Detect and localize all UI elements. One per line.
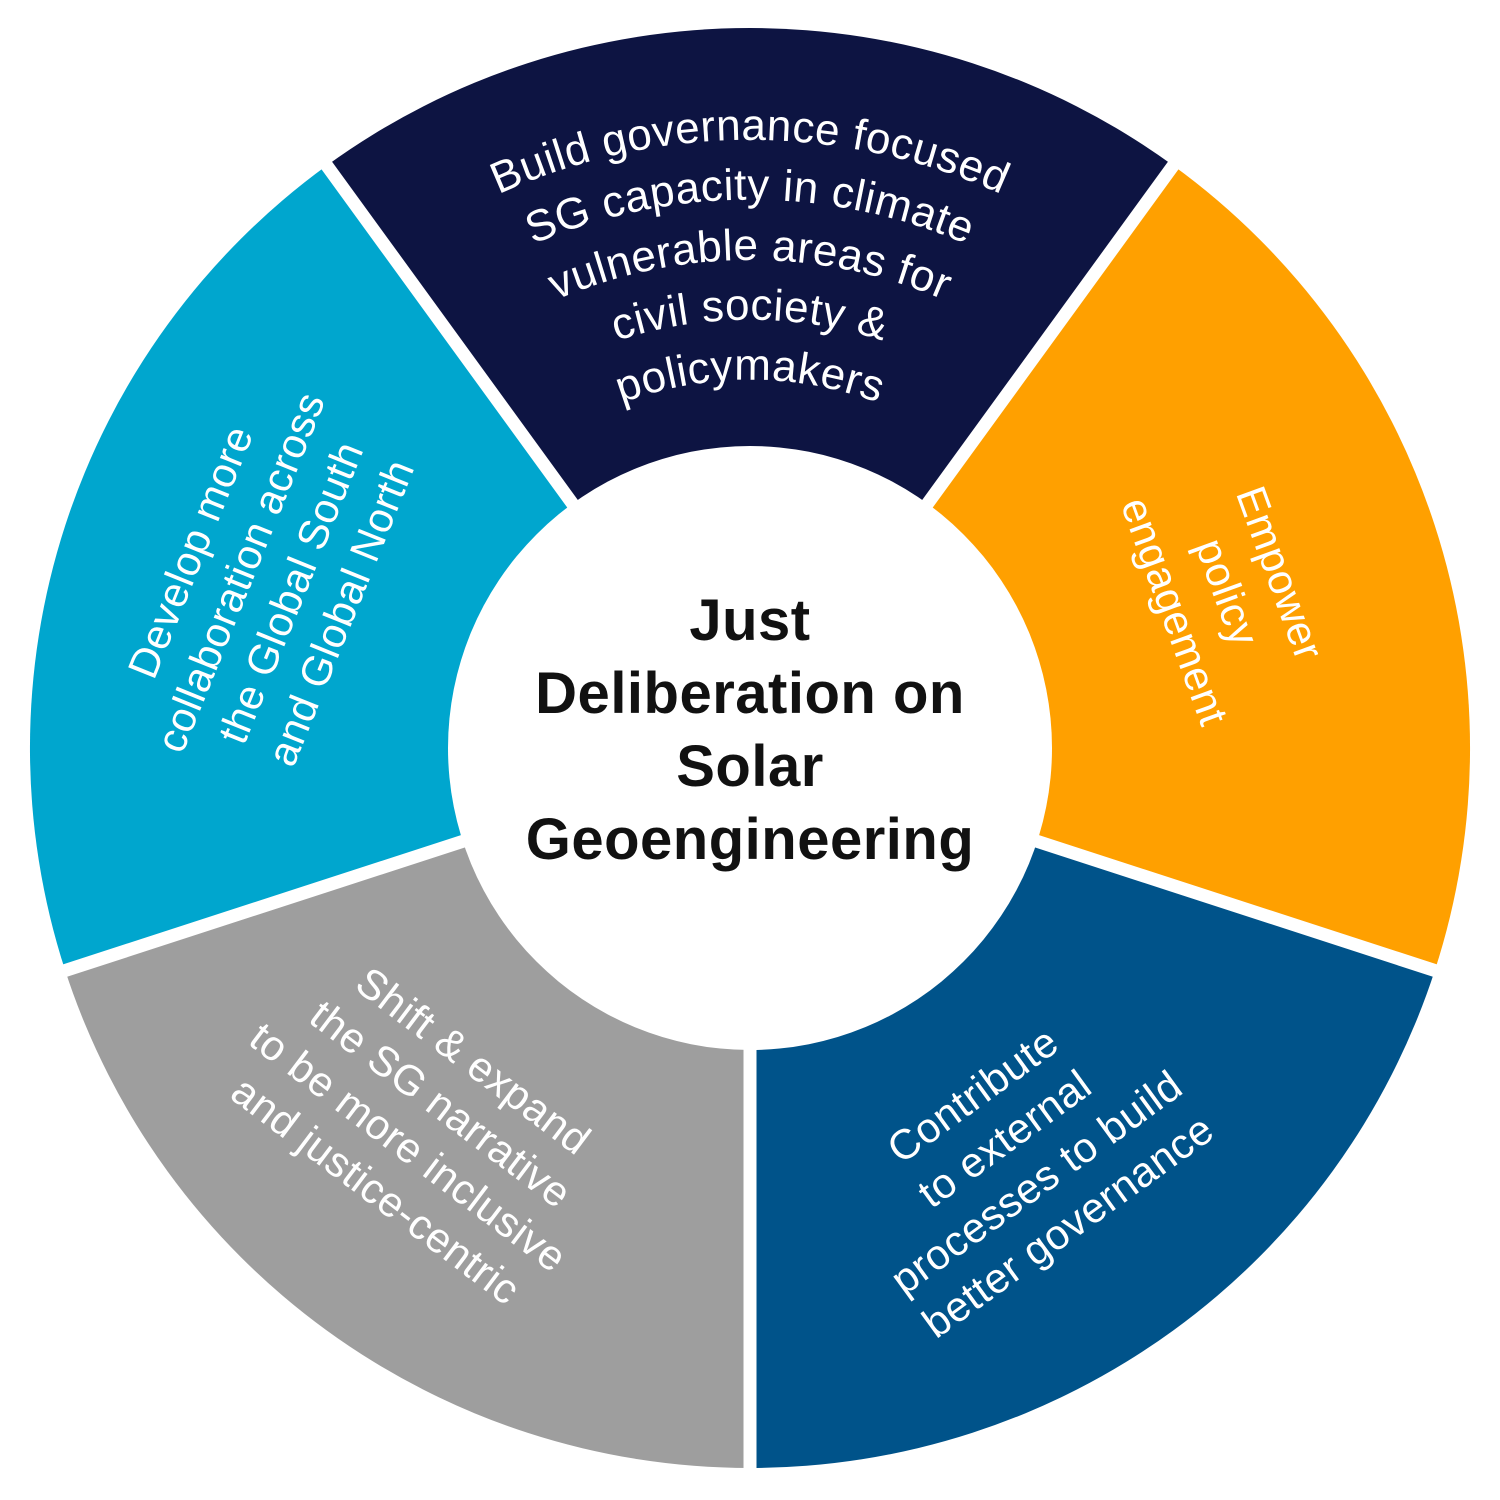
center-title-line: Just: [689, 588, 810, 653]
center-title-line: Geoengineering: [526, 807, 975, 872]
center-title-line: Solar: [676, 734, 824, 799]
center-circle: [448, 446, 1052, 1050]
segment-build-governance-capacity-wedge: [326, 27, 1174, 748]
center-title: Just Deliberation on Solar Geoengineerin…: [526, 588, 975, 872]
center-title-line: Deliberation on: [535, 661, 965, 726]
